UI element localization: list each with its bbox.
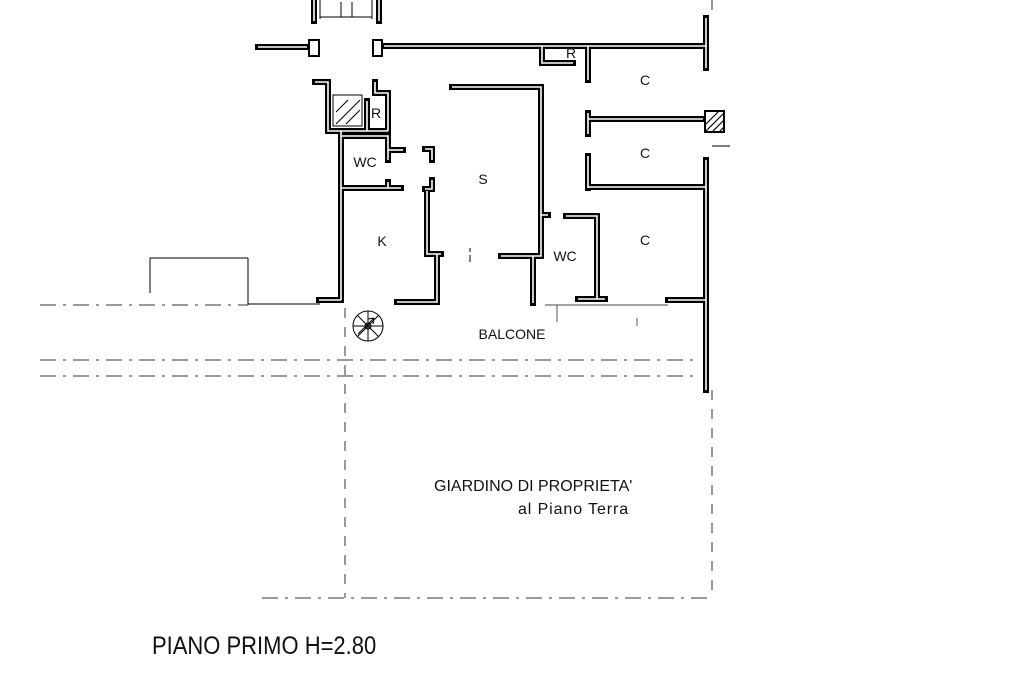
- room-label-storage-top: R: [566, 45, 576, 61]
- stair-treads: [353, 311, 383, 341]
- room-label-bedroom-3: C: [640, 232, 650, 248]
- garden-label-line2: al Piano Terra: [518, 501, 629, 518]
- shaft-outline: [332, 94, 363, 127]
- room-label-living: S: [478, 171, 487, 187]
- chimney-box: [704, 110, 725, 133]
- room-label-wc-left: WC: [353, 154, 376, 170]
- room-label-bedroom-2: C: [640, 145, 650, 161]
- room-labels: R C R WC C S K C WC: [353, 45, 650, 264]
- shaft-hatch: [335, 99, 361, 125]
- room-label-wc-right: WC: [553, 248, 576, 264]
- column-right: [372, 39, 383, 57]
- stair-arrow: [357, 317, 375, 335]
- garden-label-line1: GIARDINO DI PROPRIETA': [434, 478, 632, 495]
- room-label-bedroom-1: C: [640, 72, 650, 88]
- column-left: [308, 39, 320, 57]
- room-label-storage-left: R: [371, 105, 381, 121]
- ventilation-shaft: [332, 94, 363, 127]
- spiral-staircase-icon: [352, 310, 384, 342]
- chimney-hatch: [704, 110, 725, 133]
- room-label-kitchen: K: [377, 233, 387, 249]
- balcony-label: BALCONE: [479, 326, 546, 342]
- plan-caption: PIANO PRIMO H=2.80: [152, 632, 376, 660]
- construction-lines: [40, 0, 730, 599]
